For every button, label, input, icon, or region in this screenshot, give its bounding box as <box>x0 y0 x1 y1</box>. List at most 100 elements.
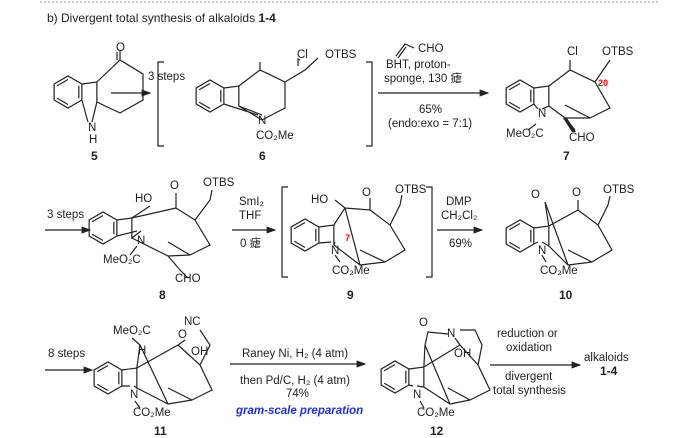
compound-9-benzene-ring <box>290 218 320 252</box>
svg-text:H: H <box>89 134 97 146</box>
intermediate-bracket <box>281 186 433 278</box>
svg-text:OTBS: OTBS <box>603 184 635 196</box>
compound-5-benzene-ring <box>53 75 83 109</box>
svg-text:O: O <box>531 189 540 201</box>
compound-10-benzene-ring <box>505 219 535 253</box>
compound-6-cl-bond <box>297 58 301 66</box>
svg-text:then Pd/C, H₂ (4 atm): then Pd/C, H₂ (4 atm) <box>240 375 350 387</box>
svg-text:8 steps: 8 steps <box>48 348 85 360</box>
svg-text:gram-scale preparation: gram-scale preparation <box>235 405 363 417</box>
svg-text:N: N <box>447 328 455 340</box>
compound-7-pyrrole-ring <box>533 85 550 110</box>
svg-text:N: N <box>331 245 339 257</box>
compound-8-pyrrole-ring <box>116 217 142 240</box>
svg-text:OTBS: OTBS <box>325 49 357 61</box>
svg-text:O: O <box>362 187 371 199</box>
compound-11-cage <box>131 329 213 409</box>
svg-text:alkaloids: alkaloids <box>584 352 629 364</box>
svg-text:10: 10 <box>559 288 573 302</box>
svg-text:CHO: CHO <box>569 132 595 144</box>
step-8: reduction or oxidation divergent total s… <box>490 328 582 397</box>
compound-5: O N H 5 <box>88 42 125 163</box>
compound-10-benzene-double-bonds <box>508 223 532 249</box>
svg-text:OH: OH <box>191 346 208 358</box>
svg-text:N: N <box>413 389 421 401</box>
compound-7-wedge <box>563 118 576 132</box>
compound-9-pyrrole-ring <box>318 224 336 246</box>
compound-5-pyrrole-ring <box>81 81 98 123</box>
svg-text:Cl: Cl <box>297 49 308 61</box>
svg-text:CO₂Me: CO₂Me <box>540 265 578 277</box>
svg-text:OTBS: OTBS <box>602 46 634 58</box>
compound-5-benzene-double-bonds <box>56 79 80 105</box>
compound-5-cyclohexanone <box>96 50 144 114</box>
svg-text:CHO: CHO <box>418 43 444 55</box>
compound-11-benzene-double-bonds <box>96 365 120 391</box>
svg-text:sponge, 130 瘧: sponge, 130 瘧 <box>384 71 462 85</box>
svg-text:NC: NC <box>184 316 201 328</box>
svg-text:CHO: CHO <box>175 273 201 285</box>
svg-text:20: 20 <box>598 78 608 88</box>
svg-text:HO: HO <box>311 194 328 206</box>
svg-text:O: O <box>572 187 581 199</box>
svg-text:69%: 69% <box>449 238 472 250</box>
compound-8: HO O OTBS N MeO₂C CHO 8 <box>103 177 235 302</box>
svg-text:H: H <box>138 345 146 357</box>
svg-text:N: N <box>538 245 546 257</box>
svg-text:Raney Ni, H₂ (4 atm): Raney Ni, H₂ (4 atm) <box>242 348 348 360</box>
step-4: SmI₂ THF 0 瘧 <box>232 196 277 250</box>
svg-text:HO: HO <box>135 193 152 205</box>
svg-text:6: 6 <box>259 149 266 163</box>
svg-text:CO₂Me: CO₂Me <box>417 407 455 419</box>
svg-text:O: O <box>178 329 187 341</box>
svg-text:CH₂Cl₂: CH₂Cl₂ <box>441 210 477 222</box>
svg-text:total synthesis: total synthesis <box>493 385 566 397</box>
svg-text:divergent: divergent <box>505 371 553 383</box>
compound-10-cage <box>541 195 613 266</box>
svg-text:12: 12 <box>430 424 444 438</box>
compound-9: HO O OTBS 7 N CO₂Me 9 <box>311 184 427 302</box>
compound-7: Cl OTBS 20 N MeO₂C CHO 7 <box>506 46 634 163</box>
compound-9-cage <box>333 194 406 266</box>
svg-text:N: N <box>130 389 138 401</box>
svg-text:74%: 74% <box>286 388 309 400</box>
svg-text:O: O <box>116 42 125 54</box>
svg-text:THF: THF <box>239 210 261 222</box>
compound-10-pyrrole-ring <box>533 225 550 248</box>
svg-text:MeO₂C: MeO₂C <box>113 325 151 337</box>
svg-text:O: O <box>170 180 179 192</box>
compound-7-benzene-ring <box>505 79 535 113</box>
step-5: DMP CH₂Cl₂ 69% <box>437 196 484 250</box>
compound-8-bicycle <box>129 189 213 279</box>
svg-text:MeO₂C: MeO₂C <box>506 128 544 140</box>
svg-text:N: N <box>137 235 145 247</box>
svg-text:CO₂Me: CO₂Me <box>256 130 294 142</box>
compound-12-benzene-ring <box>380 360 410 394</box>
svg-text:OH: OH <box>454 348 471 360</box>
step-6: 8 steps <box>45 348 94 374</box>
svg-text:11: 11 <box>154 424 167 438</box>
svg-text:reduction or: reduction or <box>497 328 558 340</box>
svg-text:3 steps: 3 steps <box>47 209 84 221</box>
compound-6: Cl OTBS N CO₂Me 6 <box>256 49 357 163</box>
compound-6-benzene-double-bonds <box>198 83 222 109</box>
compound-12: O N OH N CO₂Me 12 <box>413 317 471 438</box>
compound-9-benzene-double-bonds <box>293 222 317 248</box>
compound-11-pyrrole-ring <box>121 367 138 390</box>
svg-text:N: N <box>88 122 96 134</box>
svg-text:7: 7 <box>345 233 350 243</box>
svg-text:OTBS: OTBS <box>203 177 235 189</box>
scheme-title: b) Divergent total synthesis of alkaloid… <box>47 11 276 25</box>
svg-text:1-4: 1-4 <box>600 364 618 378</box>
svg-text:CO₂Me: CO₂Me <box>133 407 171 419</box>
svg-text:5: 5 <box>91 149 98 163</box>
step-2: CHO BHT, proton- sponge, 130 瘧 65% (endo… <box>378 43 490 130</box>
svg-text:N: N <box>538 108 546 120</box>
svg-text:Cl: Cl <box>567 46 578 58</box>
svg-text:BHT, proton-: BHT, proton- <box>386 59 451 71</box>
svg-text:(endo:exo = 7:1): (endo:exo = 7:1) <box>388 118 472 130</box>
acrolein-structure <box>395 43 415 59</box>
compound-12-pyrrole-ring <box>408 366 425 388</box>
compound-10: O O OTBS N CO₂Me 10 <box>531 184 635 302</box>
